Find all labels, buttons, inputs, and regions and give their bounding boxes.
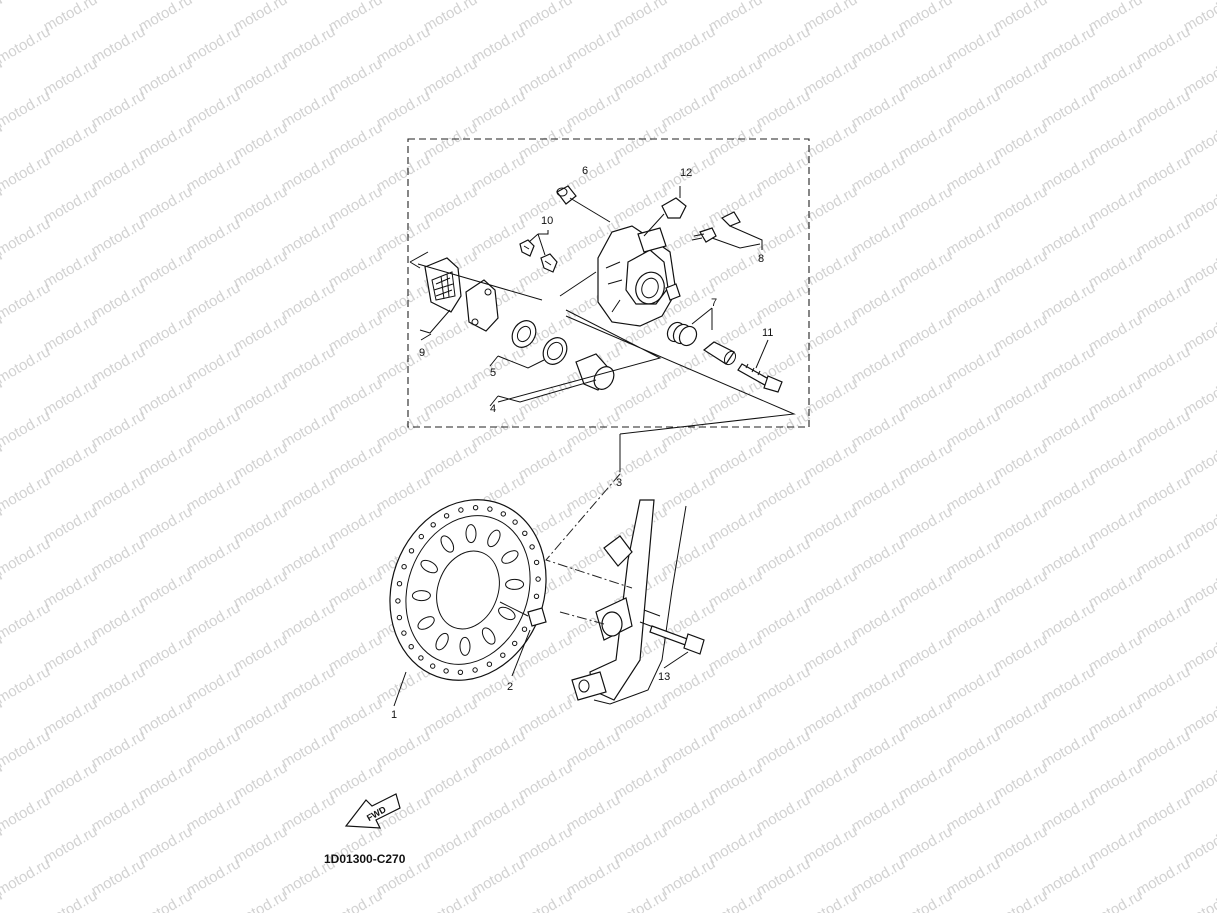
drill-hole	[395, 598, 401, 604]
drill-hole	[430, 522, 436, 528]
drill-hole	[533, 559, 540, 566]
disc-cutout	[459, 636, 471, 656]
disc-cutout	[498, 606, 516, 621]
pin-boot	[666, 321, 698, 347]
drill-hole	[533, 593, 540, 599]
disc-cutout	[417, 616, 435, 630]
caliper-cap	[661, 197, 687, 219]
watermark-text: motod.ru	[0, 887, 5, 913]
callout-11: 11	[762, 327, 773, 339]
axle-holder-bolt	[649, 625, 705, 655]
callout-5: 5	[490, 367, 496, 379]
disc-drill-holes	[395, 505, 541, 675]
bleed-screw	[691, 211, 741, 243]
disc-cutout	[411, 590, 431, 602]
disc-cutout	[487, 529, 501, 548]
drill-hole	[500, 652, 506, 658]
drill-hole	[401, 630, 407, 636]
drill-hole	[535, 576, 541, 582]
disc-cutout	[501, 550, 519, 564]
callout-9: 9	[419, 347, 425, 359]
disc-cutouts	[411, 524, 525, 656]
caliper-bolt	[737, 363, 783, 393]
drill-hole	[500, 511, 506, 517]
drill-hole	[408, 644, 414, 650]
drill-hole	[472, 505, 479, 511]
drill-hole	[430, 663, 436, 669]
drill-hole	[396, 614, 403, 621]
disc-cutout	[420, 559, 438, 574]
diagram-code: 1D01300-C270	[324, 852, 406, 866]
fork-leg	[571, 499, 687, 705]
drill-hole	[521, 626, 528, 632]
drill-hole	[472, 667, 478, 673]
bleed-cap	[556, 185, 577, 205]
callout-8: 8	[758, 253, 764, 265]
drill-hole	[522, 530, 528, 536]
drill-hole	[443, 668, 449, 674]
drill-hole	[408, 548, 415, 554]
callout-1: 1	[391, 709, 397, 721]
brake-pads	[424, 257, 499, 332]
drill-hole	[487, 506, 493, 512]
drill-hole	[457, 669, 464, 675]
brake-disc	[389, 499, 547, 681]
callout-4: 4	[490, 403, 496, 415]
callout-10: 10	[541, 215, 553, 227]
disc-bolt	[499, 601, 547, 627]
callout-12: 12	[680, 167, 692, 179]
callout-2: 2	[507, 681, 513, 693]
disc-cutout	[481, 627, 496, 645]
drill-hole	[418, 533, 424, 540]
callout-7: 7	[711, 297, 717, 309]
drill-hole	[401, 564, 407, 570]
disc-cutout	[435, 632, 449, 651]
caliper-piston	[575, 353, 615, 391]
callout-6: 6	[582, 165, 588, 177]
callout-3: 3	[616, 477, 622, 489]
pad-spring-clips	[519, 239, 558, 273]
caliper-body	[597, 225, 681, 327]
drill-hole	[443, 513, 450, 519]
disc-cutout	[505, 578, 525, 590]
disc-cutout	[440, 535, 455, 553]
drill-hole	[396, 581, 403, 587]
slide-pin	[702, 341, 737, 366]
drill-hole	[529, 544, 535, 550]
drill-hole	[512, 519, 518, 525]
caliper-assembly-box	[407, 138, 810, 428]
drill-hole	[512, 640, 518, 647]
drill-hole	[486, 661, 493, 667]
drill-hole	[418, 655, 424, 661]
piston-seals	[511, 320, 568, 365]
drill-hole	[458, 507, 464, 513]
disc-cutout	[465, 524, 477, 544]
callout-13: 13	[658, 671, 670, 683]
